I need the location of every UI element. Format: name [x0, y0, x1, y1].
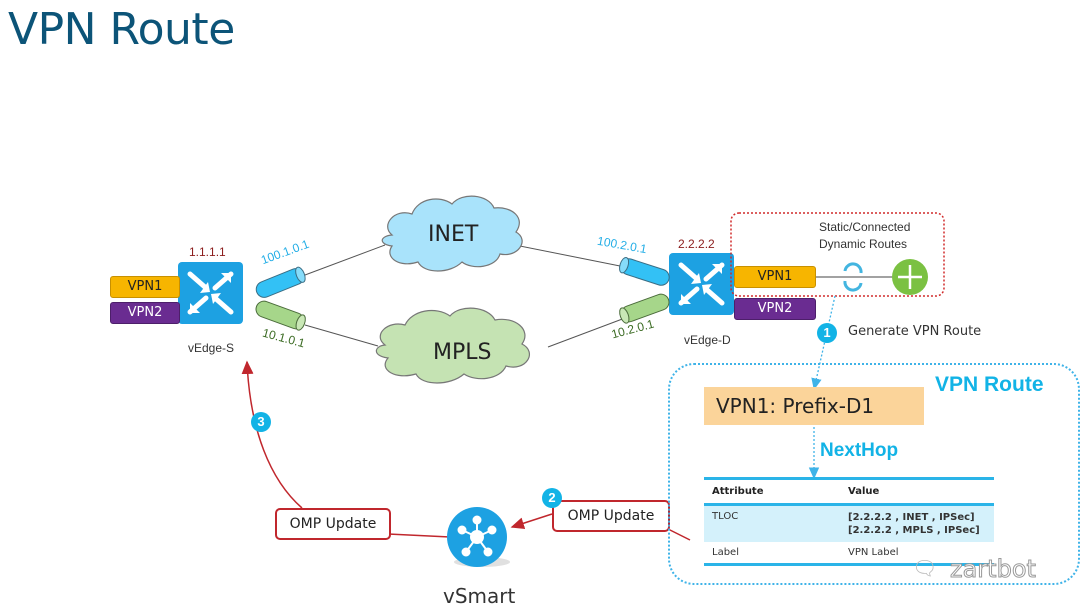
link-s-inet [304, 244, 386, 276]
header-attribute: Attribute [704, 477, 840, 506]
watermark-chat-icon: 🗨 [912, 558, 938, 580]
tloc-inet: [2.2.2.2 , INET , IPSec] [848, 512, 975, 523]
vsmart-icon [447, 507, 510, 567]
table-row: TLOC [2.2.2.2 , INET , IPSec] [2.2.2.2 ,… [704, 504, 994, 542]
step-2-badge: 2 [542, 488, 562, 508]
nexthop-label: NextHop [820, 440, 899, 461]
vedge-s-router-icon [178, 262, 243, 324]
link-mpls-d [547, 317, 626, 348]
tunnel-s-mpls [255, 300, 306, 331]
table-row: Label VPN Label [704, 542, 994, 566]
vedge-d-name: vEdge-D [684, 333, 731, 347]
redistribute-icon [843, 262, 863, 292]
prefix-box: VPN1: Prefix-D1 [704, 387, 924, 425]
omp-arrow-to-vedge-s [241, 360, 303, 509]
omp-update-box-2: OMP Update [552, 500, 670, 532]
cell-value: VPN Label [840, 542, 994, 566]
page-title: VPN Route [8, 4, 235, 55]
local-routes-line1: Static/Connected [819, 220, 911, 234]
vedge-d-vpn2: VPN2 [734, 298, 816, 320]
local-routes-line2: Dynamic Routes [819, 237, 908, 251]
vedge-s-vpn2: VPN2 [110, 302, 180, 324]
mpls-cloud-label: MPLS [433, 340, 492, 365]
attribute-table: Attribute Value TLOC [2.2.2.2 , INET , I… [704, 477, 994, 566]
link-s-mpls [304, 324, 379, 347]
vpn-route-panel [668, 363, 1080, 585]
inet-cloud-label: INET [428, 222, 479, 247]
tunnel-d-inet [619, 256, 670, 286]
tunnel-d-mpls [619, 293, 670, 324]
mpls-cloud [375, 307, 530, 384]
omp-arrow-to-vsmart [510, 513, 553, 529]
tunnel-s-inet [255, 266, 306, 298]
step-1-label: Generate VPN Route [848, 324, 982, 339]
header-value: Value [840, 477, 994, 506]
omp-update-box-3: OMP Update [275, 508, 391, 540]
cell-attribute: Label [704, 542, 840, 566]
inet-cloud [381, 195, 523, 272]
cell-attribute: TLOC [704, 504, 840, 542]
watermark: zartbot [950, 555, 1037, 584]
step-1-badge: 1 [817, 323, 837, 343]
vedge-s-vpn1: VPN1 [110, 276, 180, 298]
link-inet-d [504, 242, 626, 268]
vedge-d-system-ip: 2.2.2.2 [678, 237, 715, 251]
vedge-d-router-icon [669, 253, 734, 315]
vedge-s-system-ip: 1.1.1.1 [189, 245, 226, 259]
step-3-badge: 3 [251, 412, 271, 432]
vsmart-label: vSmart [443, 584, 516, 608]
cell-value: [2.2.2.2 , INET , IPSec] [2.2.2.2 , MPLS… [840, 504, 994, 542]
vpn-route-panel-title: VPN Route [935, 373, 1044, 396]
vedge-s-name: vEdge-S [188, 341, 235, 355]
vedge-d-vpn1: VPN1 [734, 266, 816, 288]
routing-protocol-icon [892, 259, 928, 295]
tloc-mpls: [2.2.2.2 , MPLS , IPSec] [848, 525, 980, 536]
